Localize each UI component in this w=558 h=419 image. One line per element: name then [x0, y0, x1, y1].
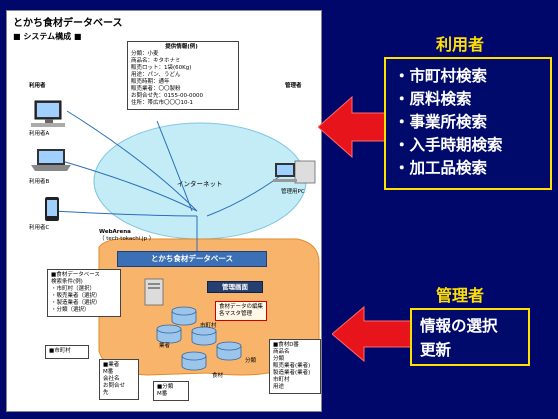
database-cylinders: [156, 306, 242, 371]
server-icon: [144, 278, 164, 306]
food-db-line: 販売業者(業者): [273, 363, 311, 369]
master-class-line: ■分類: [157, 384, 174, 390]
db-label-class: 分類: [245, 358, 257, 364]
info-line: 分類：小麦: [131, 51, 159, 57]
search-line: 検索条件(例): [51, 279, 83, 285]
users-header: 利用者: [29, 83, 46, 89]
admin-feature-select: 情報の選択: [420, 317, 498, 335]
db-label-food: 食材: [212, 373, 224, 379]
food-db-box: ■食材D番 商品名 分類 販売業者(業者) 製造業者(業者) 市町村 用途: [269, 339, 321, 394]
info-line: 販売ロット：1袋(60Kg): [131, 65, 192, 71]
master-city-box: ■市町村: [45, 345, 89, 359]
admin-features-panel: 情報の選択 更新: [410, 308, 530, 366]
admin-note-line: 各マスタ管理: [219, 311, 253, 317]
info-box-title: 提供情報(例): [165, 44, 198, 50]
admin-title: 管理者: [436, 286, 485, 305]
search-line: ■食材データベース: [51, 272, 100, 278]
line-info: [156, 120, 193, 212]
db-title-banner: とかち食材データベース: [117, 251, 267, 267]
line-user-a: [66, 110, 198, 212]
doc-title: とかち食材データベース: [13, 18, 123, 29]
db-label-city: 市町村: [200, 323, 217, 329]
master-vendor-line: ■業者: [103, 362, 120, 368]
users-title: 利用者: [436, 35, 485, 54]
search-line: ・製造業者（選択）: [51, 300, 101, 306]
search-line: ・分類（選択）: [51, 307, 90, 313]
food-db-line: 市町村: [273, 377, 290, 383]
admin-header: 管理者: [285, 83, 302, 89]
phone-icon-user-c: [45, 197, 59, 221]
admin-pc-label: 管理用PC: [281, 189, 305, 195]
feature-material-search: ・原料検索: [394, 90, 472, 108]
master-class-box: ■分類 M番: [153, 381, 189, 401]
doc-section-heading: ■ システム構成 ■: [13, 32, 82, 41]
master-vendor-line: 先: [103, 390, 109, 396]
admin-note-line: 食材データの編集: [219, 304, 264, 310]
user-b-label: 利用者B: [29, 179, 50, 185]
feature-office-search: ・事業所検索: [394, 113, 488, 131]
info-line: 販売業者：〇〇製粉: [131, 86, 181, 92]
laptop-icon-user-b: [31, 149, 71, 171]
diagram-graphics: [31, 100, 320, 376]
info-box: 提供情報(例) 分類：小麦 商品名：キタホナミ 販売ロット：1袋(60Kg) 用…: [127, 41, 239, 110]
feature-availability-search: ・入手時期検索: [394, 136, 503, 154]
info-line: 用途：パン、うどん: [131, 72, 181, 78]
admin-note: 食材データの編集 各マスタ管理: [215, 301, 268, 321]
food-db-line: 用途: [273, 384, 285, 390]
admin-feature-update: 更新: [420, 341, 452, 359]
desktop-icon-user-a: [31, 100, 65, 127]
connection-lines: [51, 110, 288, 251]
user-a-label: 利用者A: [29, 131, 50, 137]
feature-processed-search: ・加工品検索: [394, 159, 488, 177]
arrow-to-admin: [332, 305, 412, 363]
info-line: 販売時期：通年: [131, 79, 170, 85]
master-vendor-line: M番: [103, 369, 114, 375]
food-db-line: ■食材D番: [273, 342, 299, 348]
search-conditions-box: ■食材データベース 検索条件(例) ・市町村（選択） ・販売業者（選択） ・製造…: [47, 269, 121, 317]
arrow-to-users: [318, 95, 396, 159]
feature-city-search: ・市町村検索: [394, 67, 488, 85]
master-vendor-line: 会社名: [103, 376, 120, 382]
master-class-line: M番: [157, 391, 168, 397]
db-title: とかち食材データベース: [150, 254, 234, 263]
db-label-vendor: 業者: [159, 343, 171, 349]
food-db-line: 製造業者(業者): [273, 370, 311, 376]
user-features-panel: ・市町村検索 ・原料検索 ・事業所検索 ・入手時期検索 ・加工品検索: [384, 57, 552, 190]
webarena-url: （ tech-tokachi.jp ）: [99, 236, 155, 242]
desktop-icon-admin: [273, 160, 316, 184]
search-line: ・販売業者（選択）: [51, 293, 101, 299]
info-line: 住所：帯広市〇〇〇10-1: [131, 100, 193, 106]
line-user-b: [61, 160, 198, 212]
search-line: ・市町村（選択）: [51, 286, 96, 292]
user-c-label: 利用者C: [29, 225, 50, 231]
internet-label: インターネット: [177, 180, 223, 188]
admin-screen-label: 管理画面: [222, 283, 248, 291]
info-line: 商品名：キタホナミ: [131, 58, 181, 64]
admin-screen-banner: 管理画面: [207, 281, 263, 293]
webarena-label: WebArena: [99, 229, 131, 235]
master-vendor-box: ■業者 M番 会社名 お問合せ 先: [99, 359, 139, 400]
food-db-line: 分類: [273, 356, 285, 362]
food-db-line: 商品名: [273, 349, 290, 355]
system-diagram-document: とかち食材データベース ■ システム構成 ■: [6, 10, 322, 412]
master-city-label: ■市町村: [49, 348, 71, 354]
line-user-c: [51, 210, 198, 217]
info-line: お問合せ先：0155-00-0000: [131, 93, 203, 99]
master-vendor-line: お問合せ: [103, 383, 126, 389]
